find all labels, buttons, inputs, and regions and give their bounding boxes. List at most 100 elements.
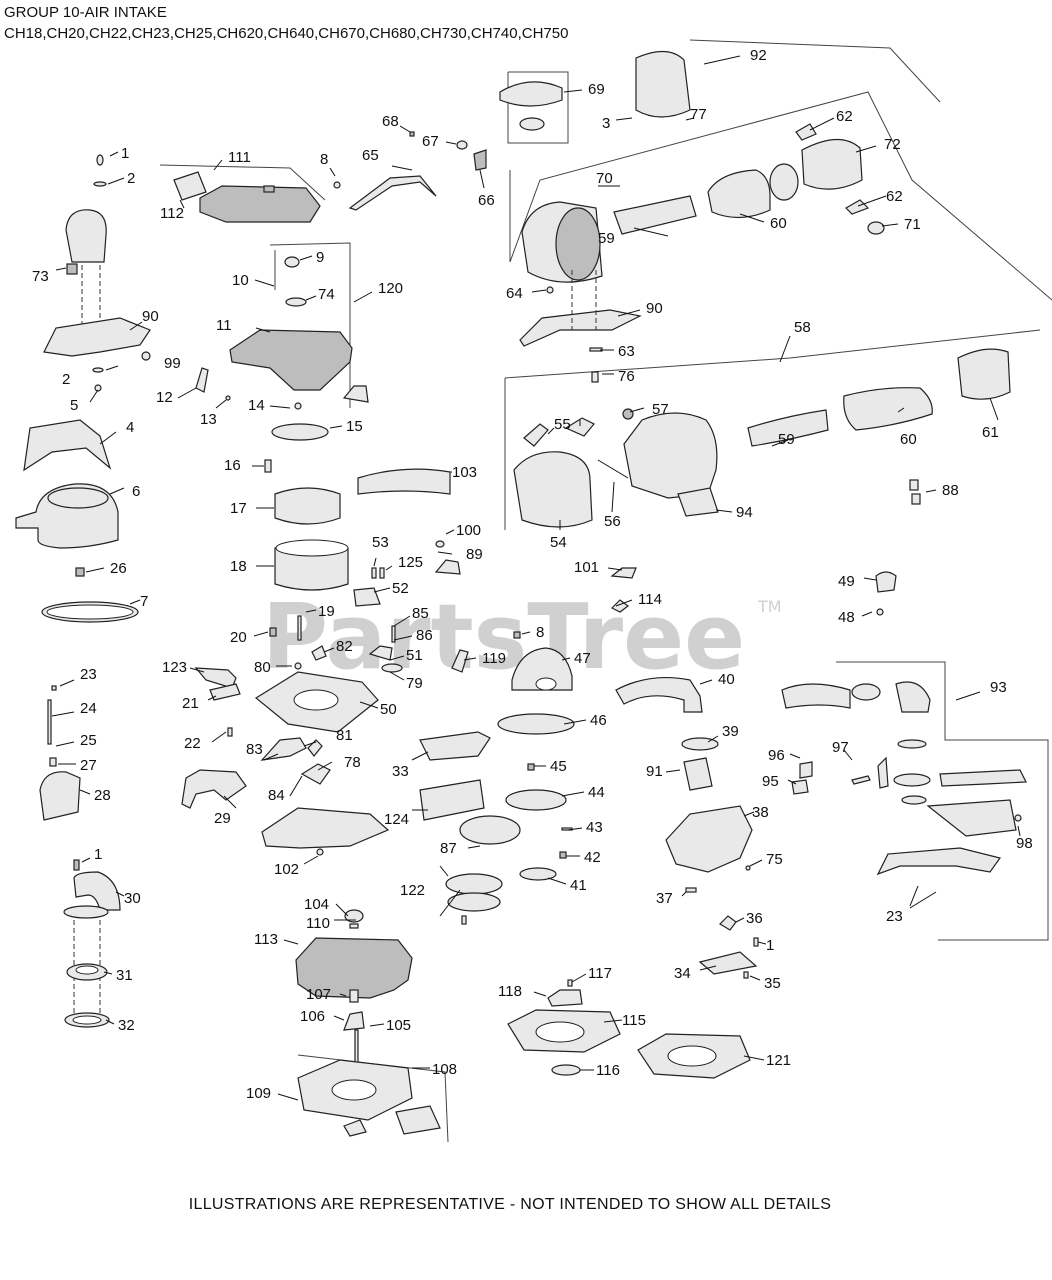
callout-8a: 8 [320, 151, 328, 168]
callout-34: 34 [674, 965, 691, 982]
callout-117: 117 [588, 965, 612, 982]
callout-105: 105 [386, 1017, 411, 1034]
model-list: CH18,CH20,CH22,CH23,CH25,CH620,CH640,CH6… [4, 25, 569, 42]
callout-74: 74 [318, 286, 335, 303]
watermark-tm: TM [757, 597, 782, 616]
leader-lines [51, 55, 1021, 1101]
callout-98: 98 [1016, 835, 1033, 852]
callout-25: 25 [80, 732, 97, 749]
callout-2a: 2 [127, 170, 135, 187]
callout-67: 67 [422, 133, 439, 150]
callout-78: 78 [344, 754, 361, 771]
callout-119: 119 [482, 650, 506, 667]
callout-23a: 23 [80, 666, 97, 683]
callout-114: 114 [638, 591, 662, 608]
callout-100: 100 [456, 522, 481, 539]
callout-120: 120 [378, 280, 403, 297]
callout-8b: 8 [536, 624, 544, 641]
callout-54: 54 [550, 534, 567, 551]
callout-31: 31 [116, 967, 133, 984]
callout-29: 29 [214, 810, 231, 827]
callout-19: 19 [318, 603, 335, 620]
callout-57: 57 [652, 401, 669, 418]
callout-55: 55 [554, 416, 571, 433]
callout-79: 79 [406, 675, 423, 692]
callout-47: 47 [574, 650, 591, 667]
callout-33: 33 [392, 763, 409, 780]
callout-107: 107 [306, 986, 331, 1003]
callout-108: 108 [432, 1061, 457, 1078]
callout-80: 80 [254, 659, 271, 676]
callout-17: 17 [230, 500, 247, 517]
callout-18: 18 [230, 558, 247, 575]
callout-110: 110 [306, 915, 330, 932]
callout-12: 12 [156, 389, 173, 406]
callout-61: 61 [982, 424, 999, 441]
callout-1b: 1 [94, 846, 102, 863]
callout-4: 4 [126, 419, 134, 436]
callout-85: 85 [412, 605, 429, 622]
callout-73: 73 [32, 268, 49, 285]
callout-95: 95 [762, 773, 779, 790]
callout-69: 69 [588, 81, 605, 98]
callout-23b: 23 [886, 908, 903, 925]
callout-62b: 62 [886, 188, 903, 205]
callout-1c: 1 [766, 937, 774, 954]
callout-7: 7 [140, 593, 148, 610]
callout-96: 96 [768, 747, 785, 764]
callout-5: 5 [70, 397, 78, 414]
callout-16: 16 [224, 457, 241, 474]
callout-94: 94 [736, 504, 753, 521]
callout-42: 42 [584, 849, 601, 866]
callout-10: 10 [232, 272, 249, 289]
callout-22: 22 [184, 735, 201, 752]
callout-59: 59 [778, 431, 795, 448]
callout-64: 64 [506, 285, 523, 302]
callout-104: 104 [304, 896, 329, 913]
callout-89: 89 [466, 546, 483, 563]
callout-112: 112 [160, 205, 184, 222]
callout-26: 26 [110, 560, 127, 577]
callout-86: 86 [416, 627, 433, 644]
watermark: PartsTree [262, 585, 745, 690]
callout-59a: 59 [598, 230, 615, 247]
callout-1a: 1 [121, 145, 129, 162]
callout-48: 48 [838, 609, 855, 626]
callout-51: 51 [406, 647, 423, 664]
callout-68: 68 [382, 113, 399, 130]
callout-90b: 90 [646, 300, 663, 317]
callout-123: 123 [162, 659, 187, 676]
callout-124: 124 [384, 811, 409, 828]
callout-81: 81 [336, 727, 353, 744]
callout-83: 83 [246, 741, 263, 758]
callout-45: 45 [550, 758, 567, 775]
callout-115: 115 [622, 1012, 646, 1029]
callout-35: 35 [764, 975, 781, 992]
callout-66: 66 [478, 192, 495, 209]
callout-39: 39 [722, 723, 739, 740]
callout-62a: 62 [836, 108, 853, 125]
callout-116: 116 [596, 1062, 620, 1079]
callout-70: 70 [596, 170, 613, 187]
callout-27: 27 [80, 757, 97, 774]
callout-113: 113 [254, 931, 278, 948]
callout-101: 101 [574, 559, 599, 576]
callout-6: 6 [132, 483, 140, 500]
callout-60a: 60 [770, 215, 787, 232]
callout-9: 9 [316, 249, 324, 266]
callout-3: 3 [602, 115, 610, 132]
callout-111: 111 [228, 149, 251, 166]
callout-56: 56 [604, 513, 621, 530]
callout-40: 40 [718, 671, 735, 688]
part-shapes [15, 50, 1027, 1137]
callout-21: 21 [182, 695, 199, 712]
callout-122: 122 [400, 882, 425, 899]
callout-46: 46 [590, 712, 607, 729]
callout-65: 65 [362, 147, 379, 164]
callout-11: 11 [216, 317, 232, 334]
callout-72: 72 [884, 136, 901, 153]
callout-106: 106 [300, 1008, 325, 1025]
callout-15: 15 [346, 418, 363, 435]
callout-38: 38 [752, 804, 769, 821]
